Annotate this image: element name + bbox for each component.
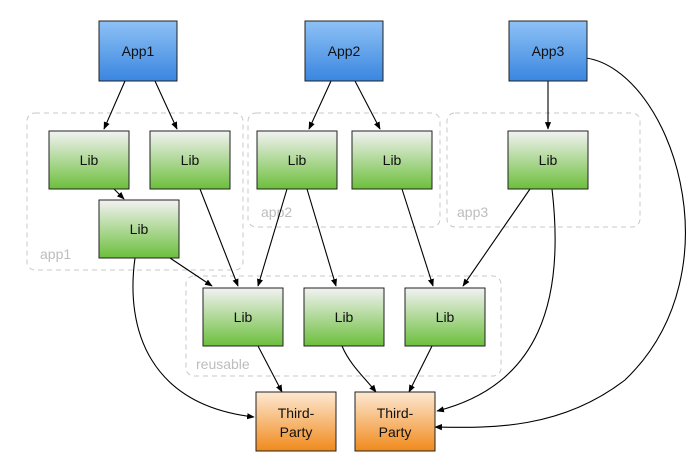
group-reusable-label: reusable (196, 356, 250, 372)
edge-app2-lib-left (308, 80, 332, 130)
edge-app3-lib-reusable-right (462, 188, 531, 287)
lib-label: Lib (80, 152, 99, 168)
edge-app2-lib-left-reusable-middle (306, 188, 337, 287)
lib-label: Lib (181, 152, 200, 168)
edge-app1-lib-right (154, 80, 178, 130)
lib-label: Lib (436, 309, 455, 325)
lib-label: Lib (288, 152, 307, 168)
group-app3: app3 (446, 112, 641, 228)
edge-reusable-right-third-party-right (408, 345, 433, 393)
app1-node[interactable]: App1 (98, 20, 178, 82)
edge-reusable-left-third-party-left (257, 345, 283, 393)
edge-lib-left-lib-lower (113, 188, 125, 200)
edge-app3-third-party-right (434, 57, 686, 431)
lib-app1-left[interactable]: Lib (48, 130, 130, 190)
lib-label: Lib (335, 309, 354, 325)
lib-label: Lib (234, 309, 253, 325)
edge-lib-lower-third-party-left (132, 257, 255, 420)
edge-app1-lib-left (103, 80, 126, 130)
app1-label: App1 (122, 43, 155, 59)
app2-label: App2 (328, 43, 361, 59)
app3-node[interactable]: App3 (508, 20, 588, 82)
group-app3-label: app3 (457, 204, 488, 220)
third-party-label-line2: Party (280, 424, 313, 440)
third-party-label-line1: Third- (377, 405, 414, 421)
group-app2: app2 (247, 112, 441, 228)
edge-app2-lib-left-reusable-left (257, 188, 288, 287)
edges (103, 57, 686, 431)
lib-app2-left[interactable]: Lib (256, 130, 338, 190)
third-party-label-line1: Third- (278, 405, 315, 421)
edge-lib-right-reusable-left (199, 188, 239, 287)
group-reusable: reusable (185, 275, 502, 377)
lib-reusable-right[interactable]: Lib (404, 287, 486, 347)
lib-app1-lower[interactable]: Lib (98, 199, 180, 259)
lib-app2-right[interactable]: Lib (351, 130, 433, 190)
group-app1-label: app1 (40, 246, 71, 262)
third-party-left[interactable]: Third- Party (255, 391, 337, 452)
edge-app2-lib-right (354, 80, 381, 130)
edge-app2-lib-right-reusable-right (401, 188, 434, 287)
group-app1: app1 (26, 112, 244, 271)
app2-node[interactable]: App2 (304, 20, 384, 82)
lib-reusable-left[interactable]: Lib (202, 287, 284, 347)
edge-reusable-middle-third-party-right (341, 345, 377, 393)
edge-lib-lower-reusable-left (169, 257, 213, 287)
lib-app1-right[interactable]: Lib (149, 130, 231, 190)
group-app2-label: app2 (261, 204, 292, 220)
lib-label: Lib (539, 152, 558, 168)
lib-label: Lib (383, 152, 402, 168)
lib-label: Lib (130, 221, 149, 237)
third-party-label-line2: Party (379, 424, 412, 440)
lib-reusable-middle[interactable]: Lib (303, 287, 385, 347)
edge-app3-lib-third-party-right (436, 188, 556, 413)
app3-label: App3 (532, 43, 565, 59)
third-party-right[interactable]: Third- Party (354, 391, 436, 452)
lib-app3[interactable]: Lib (507, 130, 589, 190)
